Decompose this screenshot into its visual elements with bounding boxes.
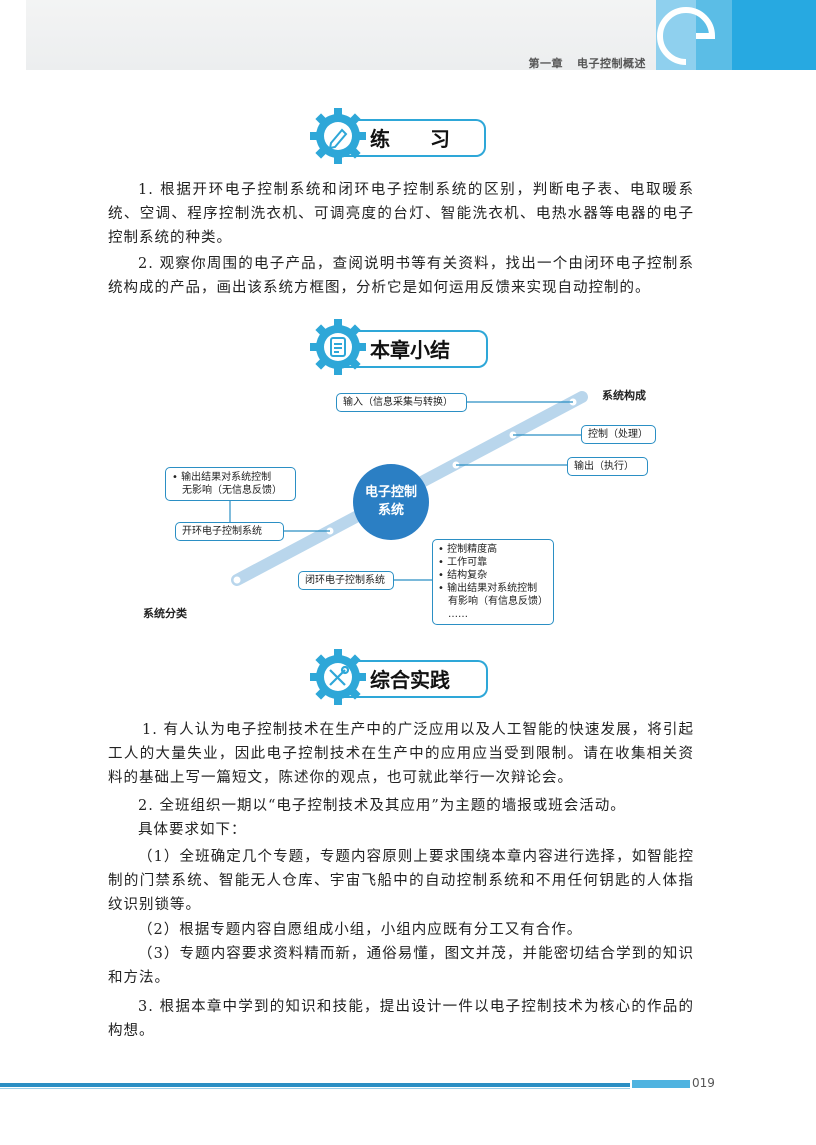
running-header: 第一章 电子控制概述	[515, 55, 647, 71]
header-band	[26, 0, 656, 70]
list-item-cont: 有影响（有信息反馈）	[448, 596, 548, 607]
node-open-loop-note: • 输出结果对系统控制 无影响（无信息反馈）	[165, 467, 296, 501]
axis-node	[232, 575, 242, 585]
comprehensive-paragraph-5: （2）根据专题内容自愿组成小组，小组内应既有分工又有合作。	[138, 922, 583, 938]
list-ellipsis: ……	[448, 609, 468, 620]
open-note-line-2: 无影响（无信息反馈）	[182, 485, 282, 496]
wrench-icon	[329, 665, 350, 686]
comprehensive-paragraph-6: （3）专题内容要求资料精而新，通俗易懂，图文并茂，并能密切结合学到的知识和方法。	[108, 946, 694, 986]
chapter-number: 第一章	[528, 57, 563, 70]
list-item: 控制精度高	[438, 543, 548, 556]
node-control: 控制（处理）	[581, 425, 656, 444]
footer-rule-thin	[0, 1088, 630, 1089]
section-title: 本章小结	[370, 338, 450, 362]
footer-rule	[0, 1083, 630, 1087]
list-item: 结构复杂	[438, 569, 548, 582]
comprehensive-paragraph-4: （1）全班确定几个专题，专题内容原则上要求围绕本章内容进行选择，如智能控制的门禁…	[108, 849, 694, 913]
section-comprehensive: 综合实践	[308, 647, 488, 707]
node-closed-loop-notes: 控制精度高 工作可靠 结构复杂 输出结果对系统控制 有影响（有信息反馈） ……	[432, 539, 554, 625]
node-input: 输入（信息采集与转换）	[336, 393, 467, 412]
node-open-loop: 开环电子控制系统	[175, 522, 284, 541]
comprehensive-paragraph-7: 3. 根据本章中学到的知识和技能，提出设计一件以电子控制技术为核心的作品的构想。	[108, 999, 694, 1039]
section-title: 综合实践	[370, 668, 450, 692]
gear-icon	[310, 319, 366, 375]
footer-tab	[632, 1080, 690, 1088]
comprehensive-paragraph-2: 2. 全班组织一期以“电子控制技术及其应用”为主题的墙报或班会活动。	[138, 798, 626, 814]
center-label: 电子控制系统	[365, 485, 418, 518]
node-closed-loop: 闭环电子控制系统	[298, 571, 394, 590]
axis-label-composition: 系统构成	[602, 389, 646, 402]
pencil-icon	[328, 128, 348, 150]
open-note-line-1: • 输出结果对系统控制	[172, 472, 272, 483]
list-item: 工作可靠	[438, 556, 548, 569]
list-item: 输出结果对系统控制	[438, 582, 548, 595]
comprehensive-paragraph-3: 具体要求如下：	[138, 822, 247, 838]
section-practice: 练 习	[308, 106, 488, 166]
practice-paragraph-1: 1. 根据开环电子控制系统和闭环电子控制系统的区别，判断电子表、电取暖系统、空调…	[108, 182, 694, 246]
gear-icon	[310, 649, 366, 705]
chapter-logo-icon	[656, 0, 816, 70]
gear-icon	[310, 108, 366, 164]
page-number: 019	[692, 1076, 715, 1090]
chapter-title: 电子控制概述	[577, 57, 646, 70]
comprehensive-paragraph-1: 1. 有人认为电子控制技术在生产中的广泛应用以及人工智能的快速发展，将引起工人的…	[108, 722, 694, 786]
closed-loop-feature-list: 控制精度高 工作可靠 结构复杂 输出结果对系统控制	[438, 543, 548, 595]
document-icon	[330, 337, 346, 357]
practice-paragraph-2: 2. 观察你周围的电子产品，查阅说明书等有关资料，找出一个由闭环电子控制系统构成…	[108, 256, 694, 296]
node-output: 输出（执行）	[567, 457, 648, 476]
axis-label-classification: 系统分类	[143, 607, 187, 620]
section-summary: 本章小结	[308, 317, 488, 377]
section-title: 练 习	[370, 127, 450, 151]
mindmap-center-node: 电子控制系统	[353, 464, 429, 540]
